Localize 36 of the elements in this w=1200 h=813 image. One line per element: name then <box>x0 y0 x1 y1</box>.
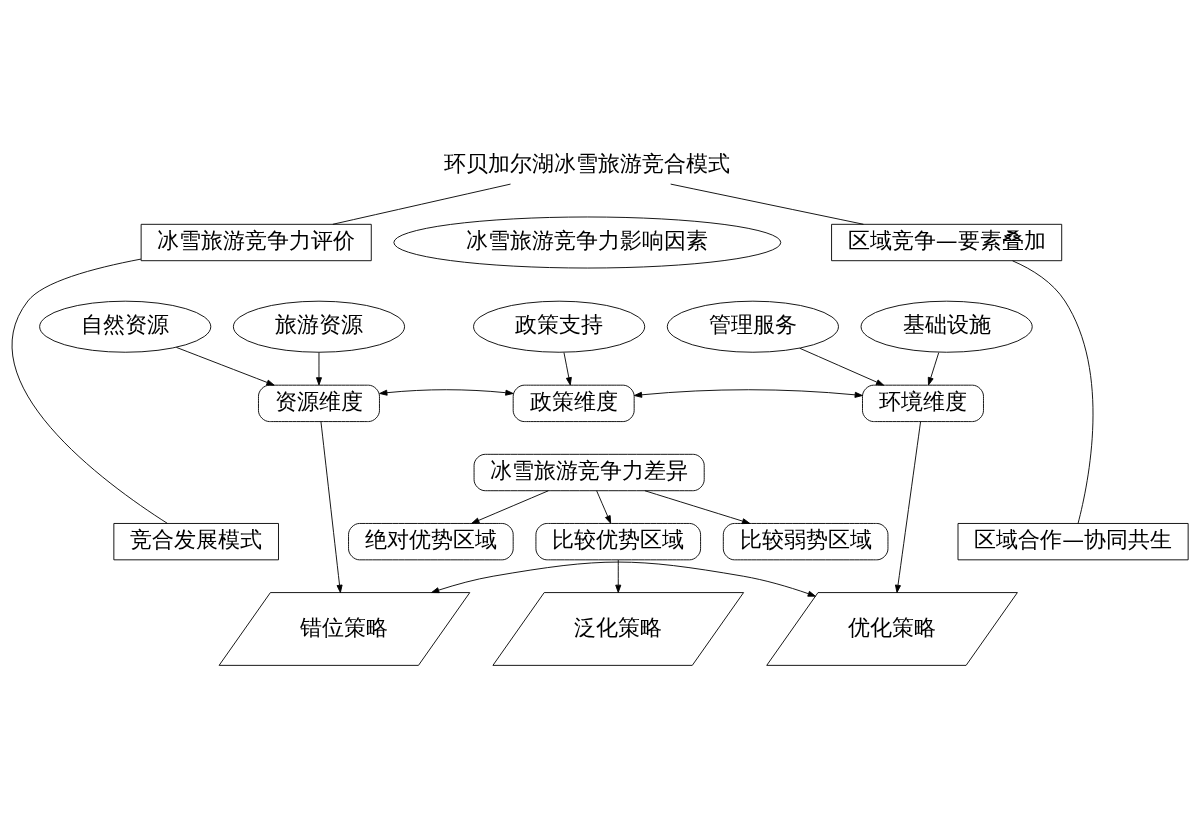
arrow <box>615 559 622 593</box>
connector <box>11 258 168 524</box>
connector <box>332 183 511 225</box>
arrow <box>320 421 343 593</box>
node-ellipse: 管理服务 <box>666 300 839 353</box>
arrow <box>315 352 322 386</box>
arrow <box>471 490 549 524</box>
node-box: 环境维度 <box>862 384 984 423</box>
node-box: 冰雪旅游竞争力评价 <box>140 223 372 262</box>
arrow <box>563 352 572 386</box>
arrow <box>379 389 514 396</box>
node-ellipse: 政策支持 <box>473 300 646 353</box>
node-box: 比较优势区域 <box>535 523 702 561</box>
arrow <box>895 421 921 593</box>
node-box: 资源维度 <box>258 384 380 423</box>
arrow <box>644 490 751 525</box>
node-text: 环贝加尔湖冰雪旅游竞合模式 <box>444 151 731 177</box>
node-box: 竞合发展模式 <box>113 523 279 561</box>
arrow <box>633 389 863 398</box>
connector <box>1012 260 1094 524</box>
arrow <box>175 346 275 386</box>
node-box: 区域竞争—要素叠加 <box>831 223 1063 262</box>
node-box: 比较弱势区域 <box>722 523 889 561</box>
node-box: 政策维度 <box>512 384 635 423</box>
arrow <box>799 347 885 386</box>
arrow <box>431 561 816 597</box>
node-ellipse: 自然资源 <box>39 300 212 353</box>
connector <box>670 183 864 225</box>
node-ellipse: 基础设施 <box>860 300 1033 353</box>
node-box: 绝对优势区域 <box>348 523 514 561</box>
node-box: 冰雪旅游竞争力差异 <box>473 453 705 492</box>
node-ellipse: 冰雪旅游竞争力影响因素 <box>393 216 782 269</box>
arrow <box>596 490 612 524</box>
node-ellipse: 旅游资源 <box>232 300 405 353</box>
node-box: 区域合作—协同共生 <box>957 523 1189 561</box>
arrow <box>927 352 940 386</box>
